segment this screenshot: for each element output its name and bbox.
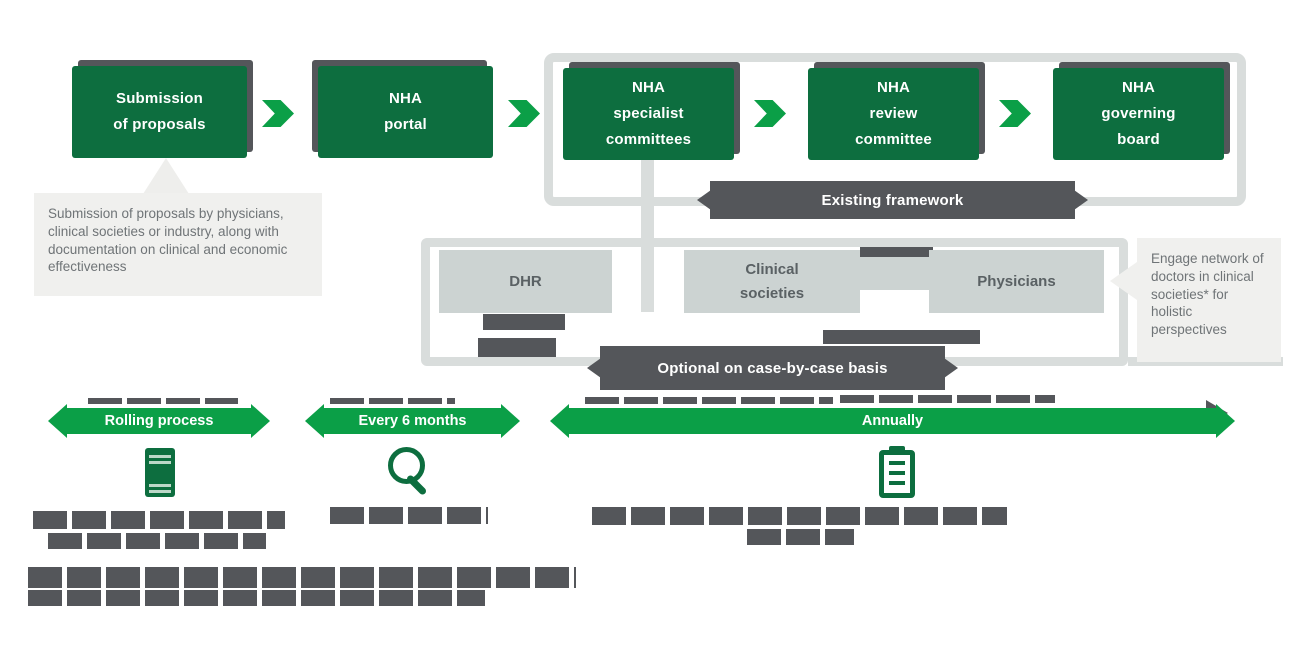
optional-banner: Optional on case-by-case basis — [600, 346, 945, 390]
garbled-caption — [33, 511, 285, 529]
stakeholder-box-physicians: Physicians — [929, 250, 1104, 313]
artifact-bar — [330, 398, 455, 404]
artifact-bar — [483, 314, 565, 330]
flow-box-specialist-committees: NHA specialist committees — [563, 68, 734, 160]
chevron-arrow-icon — [262, 100, 294, 127]
stakeholder-box-dhr: DHR — [439, 250, 612, 313]
flow-box-governing-board: NHA governing board — [1053, 68, 1224, 160]
connector-line-vertical — [641, 157, 654, 312]
artifact-bar — [860, 247, 933, 257]
callout-engage-note: Engage network of doctors in clinical so… — [1137, 238, 1281, 362]
document-icon — [145, 448, 175, 497]
flow-box-review-committee: NHA review committee — [808, 68, 979, 160]
existing-framework-banner: Existing framework — [710, 181, 1075, 219]
checklist-lines — [889, 461, 905, 487]
timeline-arrow-annually: Annually — [568, 408, 1217, 434]
garbled-caption — [48, 533, 266, 549]
callout-tail-left — [1110, 262, 1137, 300]
artifact-bar — [840, 395, 1055, 403]
chevron-arrow-icon — [508, 100, 540, 127]
magnifier-icon — [388, 447, 425, 484]
garbled-footnote — [28, 590, 485, 606]
stakeholder-box-clinical-societies: Clinical societies — [684, 250, 860, 313]
garbled-caption — [330, 507, 488, 524]
garbled-caption — [747, 529, 854, 545]
flow-box-submission: Submission of proposals — [72, 66, 247, 158]
artifact-bar — [823, 330, 980, 344]
checklist-icon — [879, 450, 915, 498]
artifact-bar — [88, 398, 238, 404]
artifact-bar — [585, 397, 833, 404]
flow-box-nha-portal: NHA portal — [318, 66, 493, 158]
artifact-bar — [478, 338, 556, 357]
garbled-footnote — [28, 567, 576, 588]
garbled-caption — [592, 507, 1007, 525]
callout-tail-up — [143, 158, 189, 194]
timeline-arrow-every-6-months: Every 6 months — [323, 408, 502, 434]
callout-submission-note: Submission of proposals by physicians, c… — [34, 193, 322, 296]
timeline-arrow-rolling-process: Rolling process — [66, 408, 252, 434]
